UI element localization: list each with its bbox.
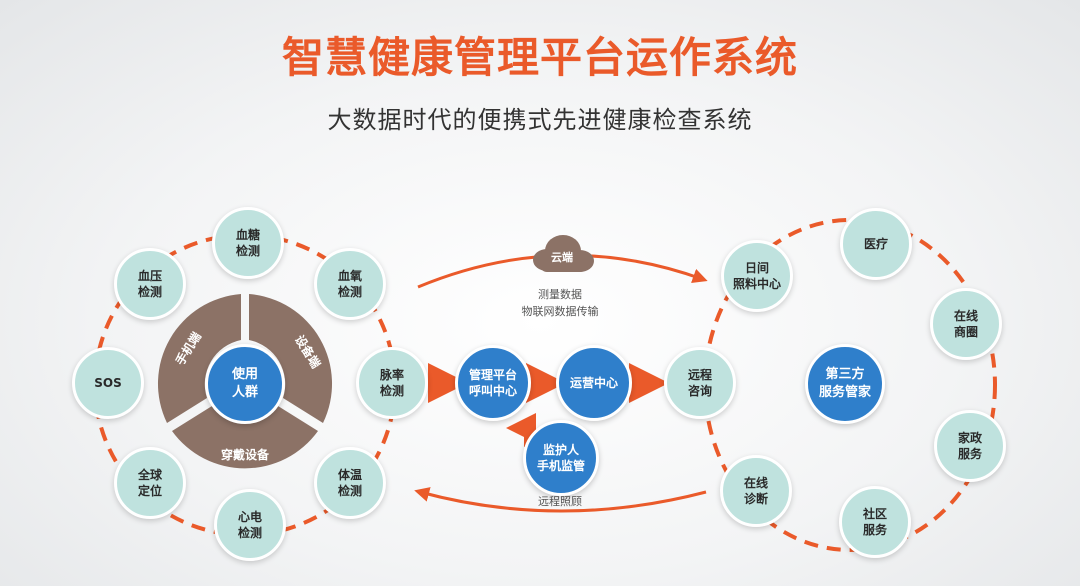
left-donut [157,294,333,469]
lower-arc [414,487,707,513]
node-guardian: 监护人 手机监管 [523,420,599,496]
node-blood-oxygen: 血氧 检测 [314,248,386,320]
ring-segment-wearable [172,406,318,469]
node-ecg: 心电 检测 [214,489,286,561]
cloud-icon [533,235,594,272]
node-sos: SOS [72,347,144,419]
ring-label-wearable: 穿戴设备 [221,448,270,462]
node-remote-consult: 远程 咨询 [664,347,736,419]
caption-data-transfer: 测量数据 物联网数据传输 [521,288,599,318]
node-pulse: 脉率 检测 [356,347,428,419]
node-online-diagnosis: 在线 诊断 [720,455,792,527]
cloud-label: 云端 [551,251,573,264]
node-day-care: 日间 照料中心 [721,240,793,312]
node-online-mall: 在线 商圈 [930,288,1002,360]
ring-segment-phone [157,294,241,423]
page-title: 智慧健康管理平台运作系统 [281,33,798,82]
node-blood-sugar: 血糖 检测 [212,207,284,279]
node-third-party-center: 第三方 服务管家 [805,344,885,424]
caption-remote-care: 远程照顾 [538,495,582,508]
node-blood-pressure: 血压 检测 [114,248,186,320]
node-medical: 医疗 [840,208,912,280]
node-call-center: 管理平台 呼叫中心 [455,345,531,421]
node-users-center: 使用 人群 [205,344,285,424]
node-community: 社区 服务 [839,486,911,558]
page-subtitle: 大数据时代的便携式先进健康检查系统 [327,106,753,134]
ring-segment-device [249,294,333,423]
node-body-temp: 体温 检测 [314,447,386,519]
node-housekeeping: 家政 服务 [934,410,1006,482]
node-ops-center: 运营中心 [556,345,632,421]
node-gps: 全球 定位 [114,447,186,519]
